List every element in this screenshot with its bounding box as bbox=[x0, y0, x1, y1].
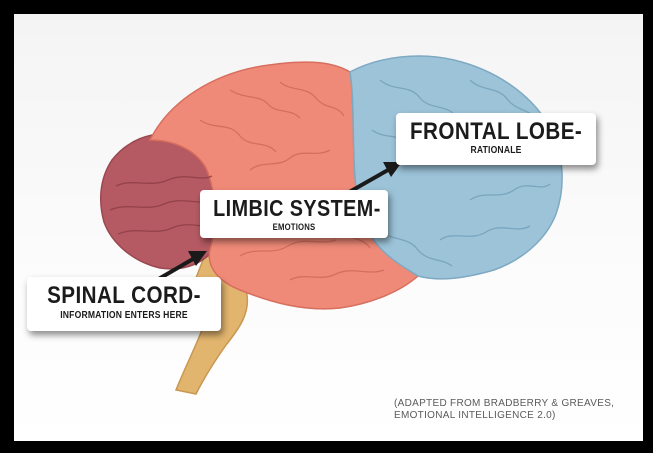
limbic-system-label: LIMBIC SYSTEM- EMOTIONS bbox=[200, 190, 388, 238]
spinal-cord-title: SPINAL CORD- bbox=[41, 283, 208, 308]
frontal-lobe-label: FRONTAL LOBE- RATIONALE bbox=[396, 113, 596, 165]
citation-line-2: EMOTIONAL INTELLIGENCE 2.0) bbox=[394, 410, 634, 422]
frontal-lobe-subtitle: RATIONALE bbox=[410, 145, 582, 157]
frontal-lobe-title: FRONTAL LOBE- bbox=[410, 120, 582, 144]
spinal-cord-subtitle: INFORMATION ENTERS HERE bbox=[41, 310, 208, 322]
limbic-system-subtitle: EMOTIONS bbox=[213, 221, 375, 233]
frontal-lobe-shape bbox=[350, 56, 562, 279]
citation: (ADAPTED FROM BRADBERRY & GREAVES, EMOTI… bbox=[394, 398, 634, 422]
spinal-cord-label: SPINAL CORD- INFORMATION ENTERS HERE bbox=[27, 277, 221, 331]
citation-line-1: (ADAPTED FROM BRADBERRY & GREAVES, bbox=[394, 398, 634, 410]
limbic-system-title: LIMBIC SYSTEM- bbox=[213, 196, 375, 220]
